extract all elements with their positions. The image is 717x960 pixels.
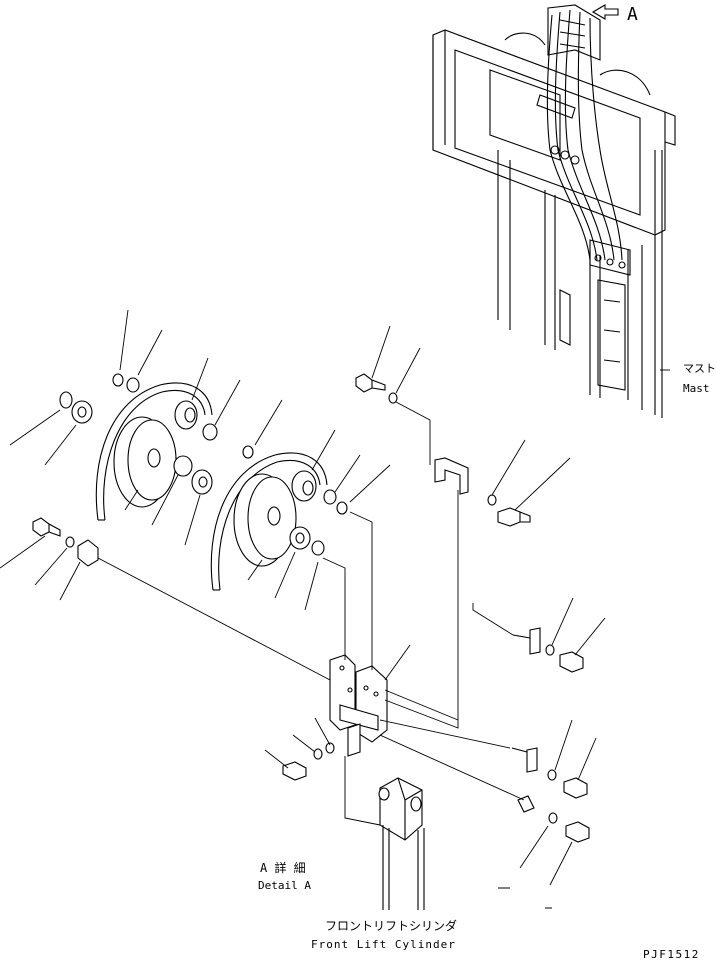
- bracket-right-1: [529, 627, 541, 655]
- center-nut: [289, 526, 311, 550]
- center-pulley-group: [210, 399, 391, 611]
- detail-label-jp: A 詳 細: [260, 860, 306, 875]
- left-spacer: [174, 400, 198, 430]
- bolt-right-2: [563, 777, 588, 799]
- detail-label-en: Detail A: [258, 879, 311, 892]
- cylinder-label-en: Front Lift Cylinder: [311, 938, 456, 951]
- center-spacer: [291, 470, 317, 502]
- bracket-center-right: [355, 665, 388, 743]
- bolt-top: [355, 373, 373, 393]
- left-pulley-group: [9, 309, 241, 546]
- bolt-right-1: [559, 651, 584, 673]
- assembly-lines: [97, 401, 525, 826]
- bracket-top-right: [434, 457, 469, 495]
- front-lift-cylinder: [378, 777, 425, 910]
- fasteners: [0, 325, 606, 886]
- bolt-left: [32, 517, 50, 537]
- bracket-right-3: [517, 795, 535, 813]
- bracket-right-2: [526, 747, 538, 773]
- view-arrow-icon: [591, 4, 619, 20]
- left-nut: [71, 400, 93, 424]
- left-bearing: [191, 469, 213, 495]
- mast-assembly: [432, 4, 676, 418]
- brackets: [59, 457, 541, 813]
- cylinder-label-jp: フロントリフトシリンダ: [325, 918, 457, 933]
- drawing-code: PJF1512: [643, 948, 700, 960]
- bolt-right-3: [565, 821, 590, 843]
- bolt-right-top: [497, 507, 521, 527]
- mast-label-en: Mast: [683, 382, 710, 395]
- bracket-left: [77, 539, 99, 567]
- view-arrow-label: A: [627, 4, 638, 25]
- bolt-lower: [282, 761, 307, 781]
- mast-label-jp: マスト: [683, 362, 716, 375]
